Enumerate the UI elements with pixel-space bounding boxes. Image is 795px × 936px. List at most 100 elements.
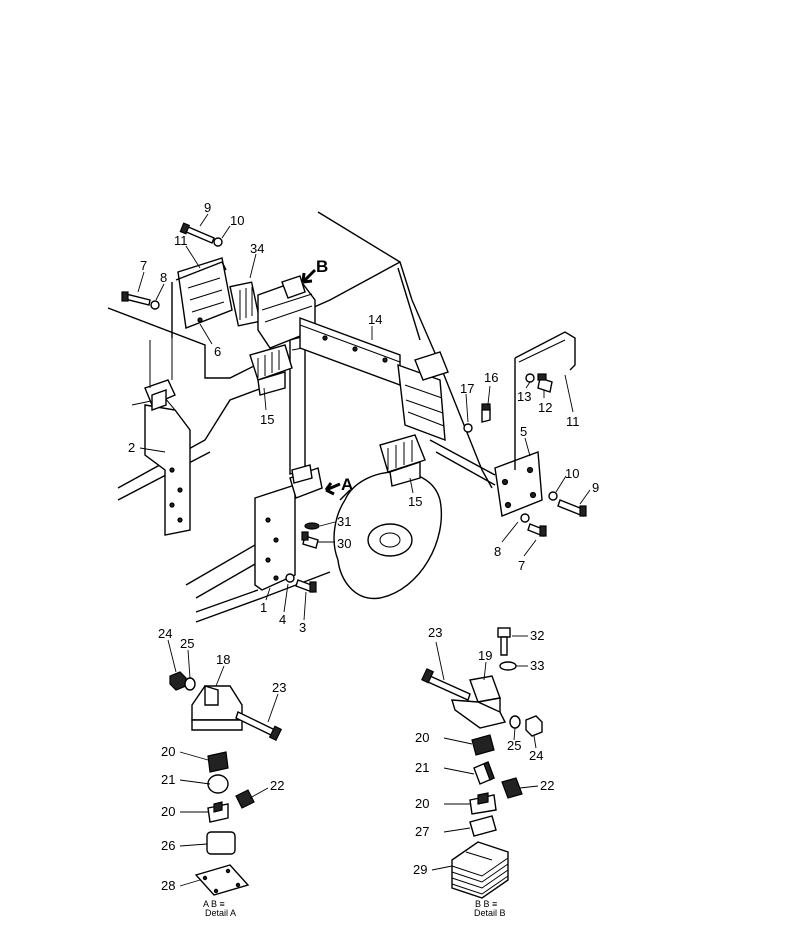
shim-stack-29 [451,841,509,899]
callout-2: 2 [128,440,135,455]
callout-30: 30 [337,536,351,551]
bolt-9-right [557,499,587,517]
beam-vertical [289,335,306,475]
cushion-20-b-top [471,734,495,756]
bracket-1 [254,464,323,591]
rubber-pad-15-right [379,434,426,487]
callout-20-a-bottom: 20 [161,804,175,819]
callout-15-left: 15 [260,412,274,427]
callout-10-right: 10 [565,466,579,481]
spacer-22-b [501,777,523,799]
detail-b: B B ≡ Detail B [421,627,543,918]
callout-6: 6 [214,344,221,359]
washer-4 [285,573,295,583]
mount-18 [191,685,243,731]
washer-10-top [213,237,223,247]
callout-1: 1 [260,600,267,615]
callout-20-a-top: 20 [161,744,175,759]
view-arrow-b: B [301,257,328,284]
callout-16: 16 [484,370,498,385]
callout-13: 13 [517,389,531,404]
callout-28: 28 [161,878,175,893]
cushion-21-b [473,761,495,785]
detail-a: A B ≡ Detail A [169,671,283,918]
callout-11-right: 11 [566,414,580,429]
washer-31 [304,522,320,530]
detail-a-title: Detail A [205,908,236,918]
mount-19 [451,675,507,729]
callout-11-left: 11 [174,233,188,248]
plate-28 [194,864,250,896]
bolt-3 [295,579,317,593]
callout-22-a: 22 [270,778,284,793]
bolt-32 [497,627,511,656]
spacer-22-a [235,789,255,809]
rubber-pad-15-left [249,344,293,396]
guard-11-left [171,261,227,338]
washer-25-b [509,715,521,729]
guard-11-right [514,331,576,470]
bolt-23-a [235,711,283,741]
callout-labels: 9 10 11 34 7 8 6 14 15 2 15 17 16 13 12 … [128,200,599,893]
callout-27: 27 [415,824,429,839]
callout-5: 5 [520,424,527,439]
callout-8-right: 8 [494,544,501,559]
cushion-21-a [207,774,229,794]
callout-4: 4 [279,612,286,627]
callout-19: 19 [478,648,492,663]
nut-24-b [525,715,543,737]
leader-lines [137,213,591,887]
view-arrow-a: A [324,475,353,496]
callout-21-a: 21 [161,772,175,787]
callout-12: 12 [538,400,552,415]
detail-b-letters: B B ≡ [475,899,497,909]
cushion-20-a-bottom [207,801,229,823]
callout-9-top: 9 [204,200,211,215]
bolt-23-b [421,668,471,701]
washer-33 [499,661,517,671]
plate-5 [494,451,543,517]
callout-25-a: 25 [180,636,194,651]
washer-25-a [184,677,196,691]
callout-24-b: 24 [529,748,543,763]
callout-18: 18 [216,652,230,667]
svg-text:B: B [316,257,328,276]
callout-10-top: 10 [230,213,244,228]
callout-3: 3 [299,620,306,635]
detail-b-title: Detail B [474,908,506,918]
callout-33: 33 [530,658,544,673]
bracket-left [131,397,191,536]
plate-27 [469,815,497,837]
callout-34: 34 [250,241,264,256]
callout-21-b: 21 [415,760,429,775]
callout-22-b: 22 [540,778,554,793]
washer-13 [525,373,535,383]
mount-left-upper [144,336,176,411]
callout-17: 17 [460,381,474,396]
callout-31: 31 [337,514,351,529]
callout-14: 14 [368,312,382,327]
callout-24-a: 24 [158,626,172,641]
cushion-20-b-bottom [469,792,497,815]
cushion-20-a-top [207,751,229,773]
callout-20-b-bottom: 20 [415,796,429,811]
washer-8-right [520,513,530,523]
washer-17 [463,423,473,433]
callout-29: 29 [413,862,427,877]
rubber-block-34 [229,281,261,327]
callout-32: 32 [530,628,544,643]
svg-text:A: A [341,475,353,494]
callout-26: 26 [161,838,175,853]
nut-24-a [169,671,187,691]
detail-a-letters: A B ≡ [203,899,225,909]
callout-9-right: 9 [592,480,599,495]
callout-23-b: 23 [428,625,442,640]
plate-26 [206,831,236,855]
wheel-drum [333,471,442,600]
washer-10-right [548,491,558,501]
bolt-16 [481,403,491,423]
callout-7-right: 7 [518,558,525,573]
bolt-30 [301,531,319,549]
callout-7-left: 7 [140,258,147,273]
